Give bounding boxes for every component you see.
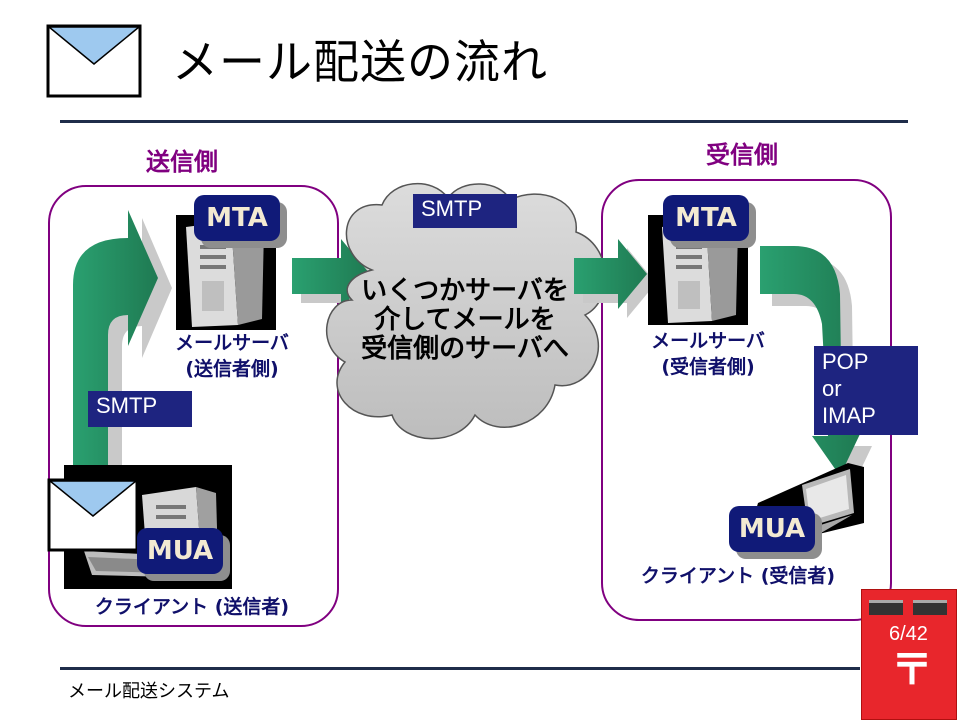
receiver-protocol-tag: POP or IMAP	[814, 346, 918, 435]
relay-arrow-right	[574, 239, 647, 309]
postbox-slot-left	[869, 600, 903, 615]
page-number: 6/42	[889, 623, 928, 645]
receiver-server-caption-line1: メールサーバ	[651, 330, 765, 352]
title-divider	[60, 120, 908, 123]
cloud-text-line3: 受信側のサーバへ	[361, 334, 569, 364]
protocol-or: or	[822, 376, 842, 401]
envelope-icon	[46, 24, 142, 98]
receiver-server-caption-line2: (受信者側)	[661, 356, 755, 378]
sender-smtp-tag: SMTP	[88, 391, 192, 427]
sender-server-caption-line2: (送信者側)	[185, 358, 279, 380]
receiver-client-caption: クライアント (受信者)	[640, 565, 836, 587]
protocol-pop: POP	[822, 349, 869, 374]
sender-client-caption: クライアント (送信者)	[94, 596, 290, 618]
footer-divider	[60, 667, 860, 670]
sender-zone	[48, 185, 339, 627]
cloud-text-line1: いくつかサーバを	[361, 276, 569, 306]
mail-envelope-icon	[47, 478, 139, 552]
page-title: メール配送の流れ	[172, 35, 548, 89]
receiver-server-caption: メールサーバ (受信者側)	[628, 328, 788, 380]
cloud-description: いくつかサーバを 介してメールを 受信側のサーバへ	[330, 277, 600, 364]
sender-mua-badge: MUA	[137, 528, 223, 574]
sender-mta-badge: MTA	[194, 195, 280, 241]
receiver-mua-badge: MUA	[729, 506, 815, 552]
receiver-side-label: 受信側	[706, 141, 778, 169]
relay-smtp-tag: SMTP	[413, 194, 517, 228]
cloud-text-line2: 介してメールを	[374, 305, 556, 335]
sender-server-caption-line1: メールサーバ	[175, 332, 289, 354]
receiver-mta-badge: MTA	[663, 195, 749, 241]
sender-server-caption: メールサーバ (送信者側)	[152, 330, 312, 382]
footer-text: メール配送システム	[68, 681, 230, 702]
protocol-imap: IMAP	[822, 403, 876, 428]
postal-mark-icon: 〒	[891, 645, 934, 694]
cloud-icon	[325, 183, 607, 440]
postbox-icon: 6/42 〒	[861, 589, 957, 720]
postbox-slot-right	[913, 600, 947, 615]
sender-side-label: 送信側	[146, 148, 218, 176]
